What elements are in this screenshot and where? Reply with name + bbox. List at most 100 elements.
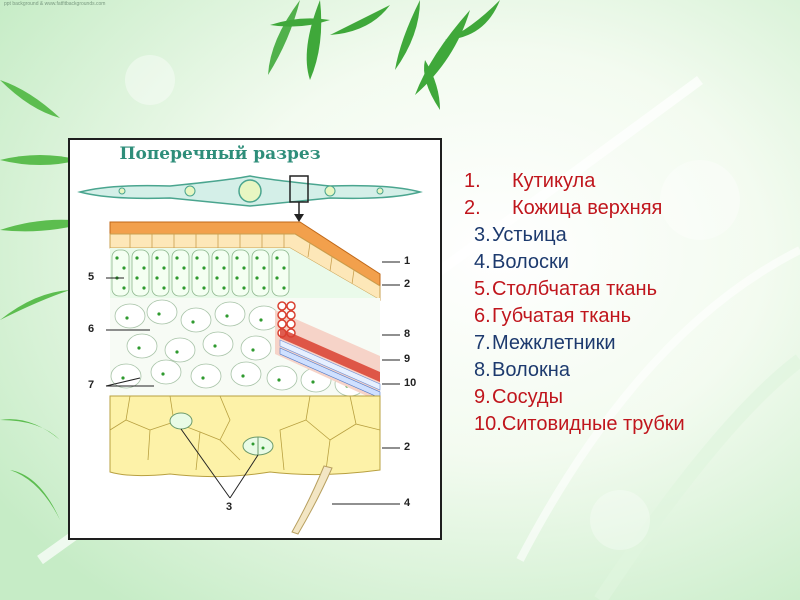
legend-item-text: Волокна — [492, 359, 570, 381]
chloroplast — [235, 276, 238, 279]
chloroplast — [215, 276, 218, 279]
legend-item: 2.Кожица верхняя — [458, 195, 788, 222]
chloroplast — [157, 312, 160, 315]
spongy-cell — [203, 332, 233, 356]
chloroplast — [162, 266, 165, 269]
chloroplast — [175, 256, 178, 259]
figure-title: Поперечный разрез — [70, 144, 370, 164]
callout-2-upper: 2 — [404, 278, 410, 290]
chloroplast — [235, 256, 238, 259]
legend-item: 8.Волокна — [458, 357, 788, 384]
chloroplast — [213, 344, 216, 347]
chloroplast — [262, 286, 265, 289]
chloroplast — [222, 266, 225, 269]
chloroplast — [215, 256, 218, 259]
chloroplast — [182, 266, 185, 269]
chloroplast — [241, 374, 244, 377]
chloroplast — [161, 372, 164, 375]
chloroplast — [191, 320, 194, 323]
chloroplast — [142, 286, 145, 289]
callout-8: 8 — [404, 328, 410, 340]
legend-item-text: Волоски — [492, 251, 569, 273]
legend-item-number: 2. — [464, 195, 512, 222]
chloroplast — [202, 266, 205, 269]
chloroplast — [135, 256, 138, 259]
legend-item-number: 7. — [474, 330, 492, 357]
legend-item-number: 1. — [464, 168, 512, 195]
chloroplast — [311, 380, 314, 383]
callout-1: 1 — [404, 255, 410, 267]
chloroplast — [125, 316, 128, 319]
fibre-ring — [278, 302, 286, 310]
chloroplast — [262, 266, 265, 269]
chloroplast — [122, 266, 125, 269]
palisade-cell — [152, 250, 169, 296]
chloroplast — [195, 276, 198, 279]
spongy-cell — [181, 308, 211, 332]
spongy-cell — [267, 366, 297, 390]
leaf-diagram — [70, 140, 440, 538]
callout-3: 3 — [226, 501, 232, 513]
legend-item-text: Столбчатая ткань — [492, 278, 657, 300]
legend-item-text: Ситовидные трубки — [502, 413, 685, 435]
chloroplast — [275, 276, 278, 279]
legend-item: 3.Устьица — [458, 222, 788, 249]
chloroplast — [195, 256, 198, 259]
chloroplast — [175, 350, 178, 353]
chloroplast — [182, 286, 185, 289]
chloroplast — [137, 346, 140, 349]
spongy-cell — [127, 334, 157, 358]
chloroplast — [121, 376, 124, 379]
palisade-cell — [112, 250, 129, 296]
legend-item: 7.Межклетники — [458, 330, 788, 357]
fibre-ring — [278, 320, 286, 328]
callout-7: 7 — [88, 379, 94, 391]
chloroplast — [275, 256, 278, 259]
chloroplast — [115, 256, 118, 259]
chloroplast — [277, 378, 280, 381]
legend-item: 6.Губчатая ткань — [458, 303, 788, 330]
legend-item-number: 8. — [474, 357, 492, 384]
callout-9: 9 — [404, 353, 410, 365]
legend-item-text: Сосуды — [492, 386, 563, 408]
callout-10: 10 — [404, 377, 416, 389]
palisade-cell — [132, 250, 149, 296]
legend-item: 1.Кутикула — [458, 168, 788, 195]
legend-item-text: Кутикула — [512, 170, 595, 192]
chloroplast — [142, 266, 145, 269]
leaf-outline-small — [80, 176, 420, 222]
chloroplast — [282, 286, 285, 289]
fibre-ring — [287, 311, 295, 319]
chloroplast — [162, 286, 165, 289]
chloroplast — [242, 266, 245, 269]
legend-item-text: Губчатая ткань — [492, 305, 631, 327]
legend-item-number: 4. — [474, 249, 492, 276]
spongy-cell — [241, 336, 271, 360]
chloroplast — [259, 318, 262, 321]
legend-item-number: 5. — [474, 276, 492, 303]
spongy-cell — [111, 364, 141, 388]
fibre-ring — [278, 311, 286, 319]
palisade-cell — [232, 250, 249, 296]
legend-item-number: 3. — [474, 222, 492, 249]
chloroplast — [155, 276, 158, 279]
chloroplast — [255, 256, 258, 259]
chloroplast — [175, 276, 178, 279]
spongy-cell — [249, 306, 279, 330]
chloroplast — [201, 376, 204, 379]
fibre-ring — [287, 302, 295, 310]
spongy-cell — [115, 304, 145, 328]
legend-item: 4.Волоски — [458, 249, 788, 276]
spongy-cell — [231, 362, 261, 386]
callout-6: 6 — [88, 323, 94, 335]
chloroplast — [255, 276, 258, 279]
fibre-ring — [287, 320, 295, 328]
callout-4: 4 — [404, 497, 410, 509]
leaf-cross-section-figure: Поперечный разрез 1 2 8 9 10 2 4 5 6 7 3 — [68, 138, 442, 540]
spongy-cell — [151, 360, 181, 384]
chloroplast — [135, 276, 138, 279]
chloroplast — [222, 286, 225, 289]
palisade-cell — [172, 250, 189, 296]
legend-item-text: Кожица верхняя — [512, 197, 662, 219]
chloroplast — [202, 286, 205, 289]
